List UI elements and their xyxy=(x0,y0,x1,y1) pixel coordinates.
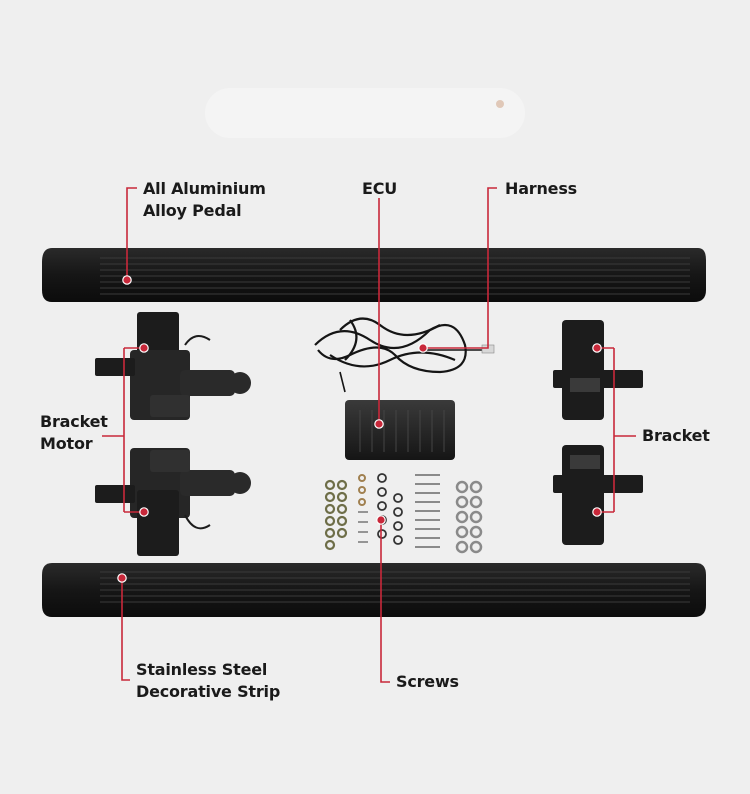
callout-screws-line xyxy=(380,520,390,683)
wire-harness xyxy=(314,317,490,393)
callout-dots xyxy=(117,275,602,583)
stainless-strip-pedal-bottom xyxy=(42,563,706,617)
label-pedal-line1: All Aluminium xyxy=(143,179,266,198)
label-harness: Harness xyxy=(505,179,577,198)
label-screws: Screws xyxy=(396,672,459,691)
label-ecu: ECU xyxy=(362,179,398,198)
callout-harness-line xyxy=(423,187,497,349)
aluminium-pedal-top xyxy=(42,248,706,302)
label-bracket-motor-line2: Motor xyxy=(40,434,93,453)
blurred-logo xyxy=(205,88,525,138)
bracket-motor-bottom xyxy=(95,448,251,556)
bracket-right-top xyxy=(553,320,643,420)
ecu-box xyxy=(345,400,455,460)
screws-set xyxy=(324,473,483,554)
bracket-motor-top xyxy=(95,312,251,420)
label-pedal-line2: Alloy Pedal xyxy=(143,201,242,220)
label-strip-line2: Decorative Strip xyxy=(136,682,281,701)
callout-strip-line xyxy=(121,578,130,681)
callout-lines xyxy=(102,187,636,683)
label-strip-line1: Stainless Steel xyxy=(136,660,268,679)
callout-pedal-line xyxy=(126,187,137,280)
label-bracket: Bracket xyxy=(642,426,710,445)
label-bracket-motor-line1: Bracket xyxy=(40,412,108,431)
bracket-right-bottom xyxy=(553,445,643,545)
